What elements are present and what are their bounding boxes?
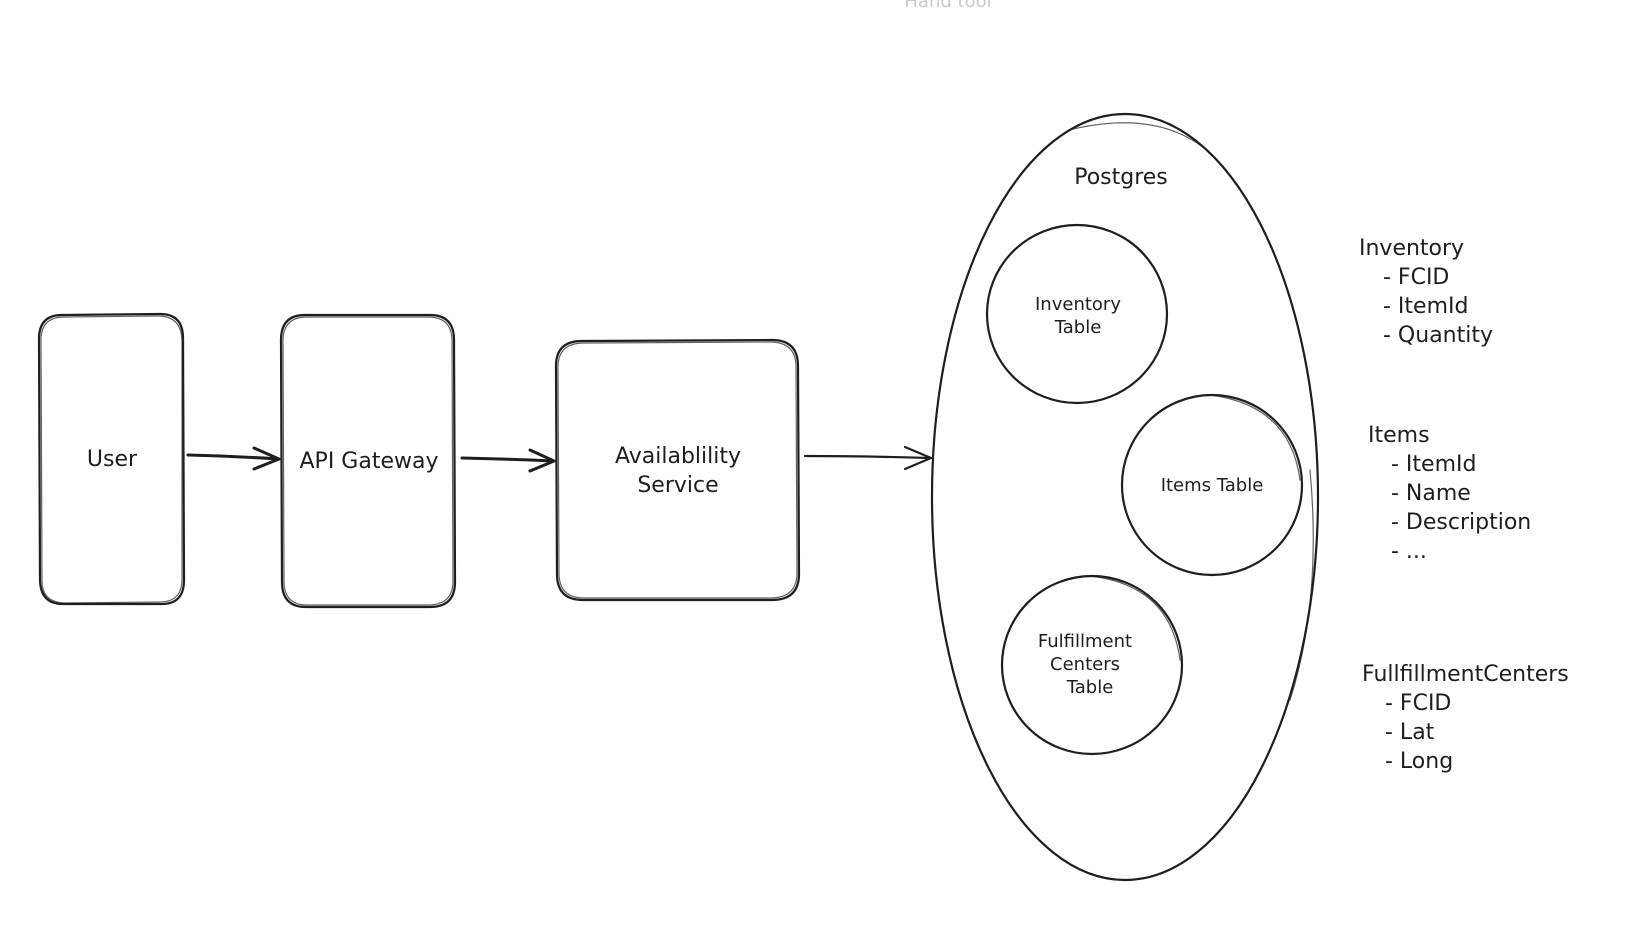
items-schema[interactable]: Items - ItemId - Name - Description - ..… bbox=[1368, 423, 1531, 564]
fulfillment-table-label-line1: Fulfillment bbox=[1038, 631, 1132, 652]
arrow-user-to-gateway[interactable] bbox=[186, 446, 281, 471]
api-gateway-node[interactable]: API Gateway bbox=[279, 313, 457, 609]
availability-service-label-line2: Service bbox=[637, 473, 718, 498]
toolbar-hint-text: Hand tool bbox=[904, 0, 991, 12]
arrow-service-to-postgres[interactable] bbox=[803, 445, 933, 471]
fulfillment-centers-schema-field: - Long bbox=[1385, 749, 1453, 774]
fulfillment-centers-schema-field: - FCID bbox=[1385, 691, 1451, 716]
items-schema-field: - Description bbox=[1391, 510, 1531, 535]
items-schema-field: - ... bbox=[1391, 539, 1427, 564]
inventory-schema[interactable]: Inventory - FCID - ItemId - Quantity bbox=[1359, 236, 1493, 348]
fulfillment-table-label-line3: Table bbox=[1066, 677, 1114, 698]
inventory-table-label-line1: Inventory bbox=[1035, 294, 1121, 315]
fulfillment-centers-table-node[interactable]: Fulfillment Centers Table bbox=[1000, 574, 1184, 756]
fulfillment-table-label-line2: Centers bbox=[1050, 654, 1120, 675]
inventory-schema-title: Inventory bbox=[1359, 236, 1464, 261]
user-label: User bbox=[87, 447, 138, 472]
postgres-node[interactable]: Postgres bbox=[930, 112, 1320, 882]
items-table-label: Items Table bbox=[1161, 475, 1264, 496]
items-schema-field: - ItemId bbox=[1391, 452, 1476, 477]
postgres-label: Postgres bbox=[1074, 165, 1168, 190]
inventory-table-label-line2: Table bbox=[1054, 317, 1102, 338]
items-table-node[interactable]: Items Table bbox=[1120, 393, 1304, 577]
user-node[interactable]: User bbox=[37, 312, 186, 606]
items-schema-title: Items bbox=[1368, 423, 1430, 448]
api-gateway-label: API Gateway bbox=[300, 449, 439, 474]
inventory-schema-field: - FCID bbox=[1383, 265, 1449, 290]
inventory-schema-field: - Quantity bbox=[1383, 323, 1493, 348]
fulfillment-centers-schema-title: FullfillmentCenters bbox=[1362, 662, 1569, 687]
items-schema-field: - Name bbox=[1391, 481, 1471, 506]
arrow-gateway-to-service[interactable] bbox=[460, 448, 556, 473]
availability-service-label-line1: Availablility bbox=[615, 444, 741, 469]
fulfillment-centers-schema[interactable]: FullfillmentCenters - FCID - Lat - Long bbox=[1362, 662, 1569, 774]
inventory-table-node[interactable]: Inventory Table bbox=[985, 223, 1169, 405]
availability-service-node[interactable]: Availablility Service bbox=[554, 338, 801, 602]
inventory-schema-field: - ItemId bbox=[1383, 294, 1468, 319]
fulfillment-centers-schema-field: - Lat bbox=[1385, 720, 1435, 745]
